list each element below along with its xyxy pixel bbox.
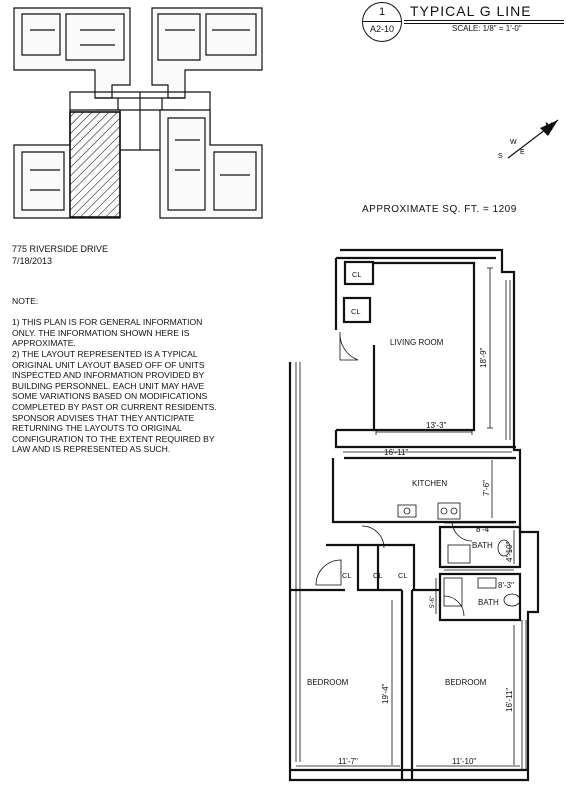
dimension-labels: 18'-9" 13'-3" 16'-11" 7'-6" 8'-4" 4'-10"…: [338, 347, 514, 766]
dim-living-width: 13'-3": [426, 421, 447, 430]
drawing-number: 1: [378, 6, 386, 18]
room-bath-1: BATH: [472, 541, 493, 550]
compass-n: N: [545, 121, 553, 133]
room-living-room: LIVING ROOM: [390, 338, 444, 347]
room-kitchen: KITCHEN: [412, 479, 447, 488]
note-item-1: 1) THIS PLAN IS FOR GENERAL INFORMATION …: [12, 317, 203, 349]
dim-living-depth: 18'-9": [479, 347, 488, 368]
date: 7/18/2013: [12, 256, 53, 266]
room-bedroom-1: BEDROOM: [307, 678, 349, 687]
compass-w: W: [510, 139, 517, 146]
note-item-2: 2) THE LAYOUT REPRESENTED IS A TYPICAL O…: [12, 348, 217, 455]
dim-bath1-depth: 4'-10": [505, 541, 514, 562]
room-labels: LIVING ROOM KITCHEN BATH BATH BEDROOM BE…: [307, 270, 499, 687]
compass-e: E: [520, 149, 525, 156]
unit-walls: [288, 248, 540, 782]
drawing-title: TYPICAL G LINE: [410, 3, 532, 19]
note-block: NOTE: 1) THIS PLAN IS FOR GENERAL INFORM…: [12, 296, 227, 455]
key-plan: [13, 7, 263, 219]
closet-label-3: CL: [342, 571, 352, 580]
dim-kitchen-depth: 7'-6": [482, 480, 491, 496]
compass-s: S: [498, 153, 503, 160]
drawing-number-circle: 1 A2-10: [362, 2, 402, 42]
dim-kitchen-width: 16'-11": [384, 448, 408, 457]
closet-label-5: CL: [398, 571, 408, 580]
dim-bed2-depth: 16'-11": [505, 688, 514, 712]
dim-bed1-width: 11'-7": [338, 757, 358, 766]
dim-bed1-depth: 19'-4": [381, 683, 390, 704]
closet-label-2: CL: [351, 307, 361, 316]
room-bath-2: BATH: [478, 598, 499, 607]
dim-bath2-width: 8'-3": [498, 581, 514, 590]
address: 775 RIVERSIDE DRIVE: [12, 244, 109, 254]
approx-area: APPROXIMATE SQ. FT. = 1209: [362, 204, 517, 215]
dim-bath2-depth: 5'-6": [430, 596, 436, 608]
sheet-number: A2-10: [369, 24, 395, 34]
note-heading: NOTE:: [12, 296, 39, 306]
closet-label-1: CL: [352, 270, 362, 279]
drawing-scale: SCALE: 1/8" = 1'-0": [452, 24, 522, 33]
dim-bath1-width: 8'-4": [476, 525, 492, 534]
room-bedroom-2: BEDROOM: [445, 678, 487, 687]
closet-label-4: CL: [373, 571, 383, 580]
north-arrow: W S E N: [498, 119, 559, 160]
address-block: 775 RIVERSIDE DRIVE 7/18/2013: [12, 243, 108, 267]
dim-bed2-width: 11'-10": [452, 757, 476, 766]
